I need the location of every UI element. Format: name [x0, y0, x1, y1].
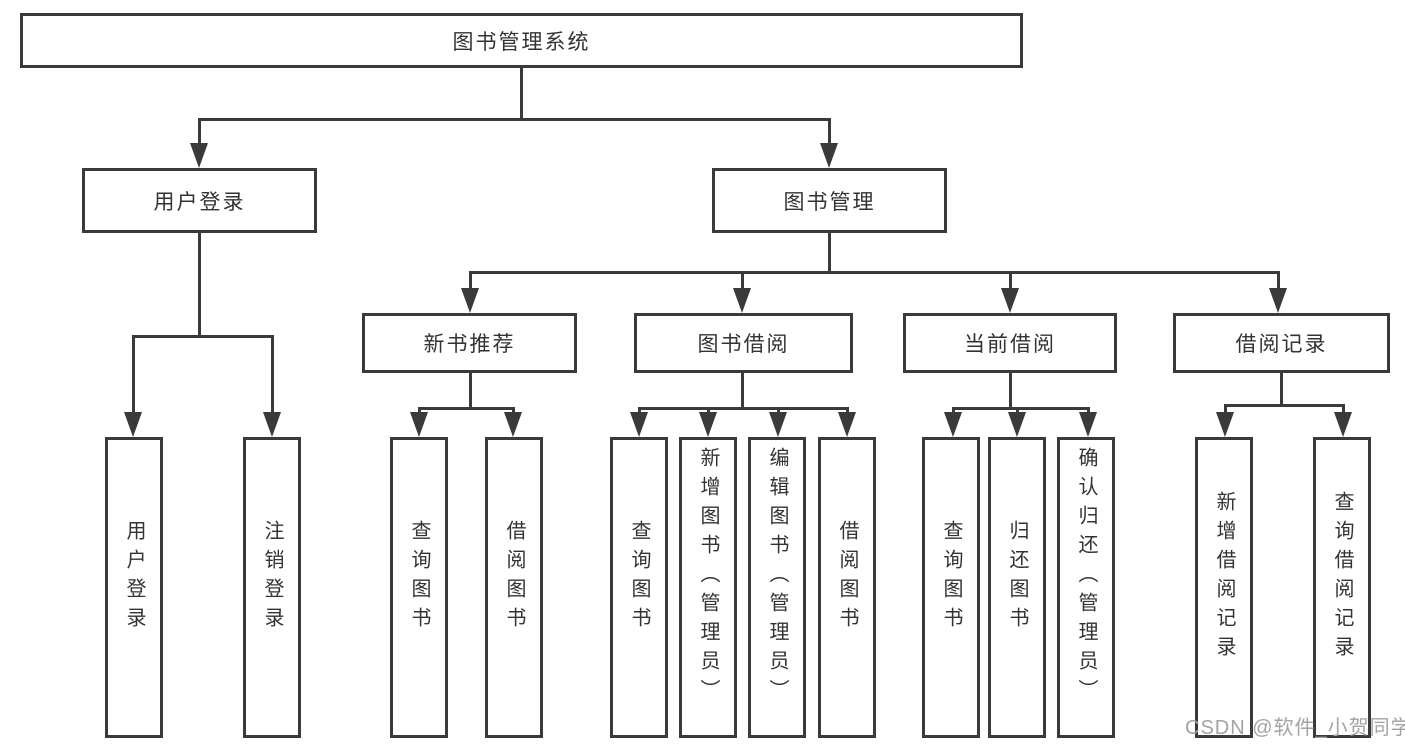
arrowhead-icon [410, 412, 428, 437]
node-book-borrow: 图书借阅 [634, 313, 853, 373]
edge-to-leaf [638, 407, 641, 413]
edge-to-leaf [707, 407, 710, 413]
node-leaf-query-borrow-record: 查询借阅记录 [1313, 437, 1371, 738]
node-book-management: 图书管理 [712, 168, 947, 233]
node-label: 新增图书（管理员） [697, 447, 719, 708]
edge-current-distribution [952, 407, 1089, 410]
edge-to-leaf [1342, 404, 1345, 413]
node-label: 图书借阅 [697, 333, 790, 356]
node-new-book-recommend: 新书推荐 [362, 313, 577, 373]
node-borrow-records: 借阅记录 [1173, 313, 1390, 373]
node-leaf-query-books: 查询图书 [610, 437, 668, 738]
arrowhead-icon [461, 288, 479, 313]
arrowhead-icon [699, 412, 717, 437]
node-label: 注销登录 [261, 519, 283, 636]
node-user-login: 用户登录 [82, 168, 317, 233]
node-leaf-query-books-current: 查询图书 [922, 437, 980, 738]
node-label: 确认归还（管理员） [1075, 447, 1097, 708]
edge-to-book-management [828, 118, 831, 143]
arrowhead-icon [1079, 412, 1097, 437]
node-label: 查询图书 [940, 519, 962, 636]
node-leaf-confirm-return-admin: 确认归还（管理员） [1057, 437, 1115, 738]
edge-to-leaf [1087, 407, 1090, 413]
edge-borrow-stub [741, 373, 744, 408]
node-leaf-borrow-books-recommend: 借阅图书 [485, 437, 543, 738]
edge-to-book-borrow [741, 271, 744, 288]
node-leaf-edit-books-admin: 编辑图书（管理员） [748, 437, 806, 738]
edge-records-distribution [1224, 404, 1345, 407]
node-leaf-query-books-recommend: 查询图书 [390, 437, 448, 738]
node-leaf-return-books: 归还图书 [988, 437, 1046, 738]
node-leaf-logout: 注销登录 [243, 437, 301, 738]
node-label: 新增借阅记录 [1213, 490, 1235, 665]
edge-to-borrow-records [1277, 271, 1280, 288]
node-label: 查询借阅记录 [1331, 490, 1353, 665]
node-label: 图书管理 [783, 190, 876, 214]
arrowhead-icon [820, 143, 838, 168]
edge-to-leaf [777, 407, 780, 413]
edge-user-login-distribution [132, 335, 273, 338]
node-label: 借阅图书 [503, 519, 525, 636]
node-leaf-borrow-books: 借阅图书 [818, 437, 876, 738]
node-label: 借阅记录 [1235, 333, 1328, 356]
node-label: 编辑图书（管理员） [766, 447, 788, 708]
edge-recommend-distribution [418, 407, 515, 410]
edge-to-leaf [418, 407, 421, 413]
node-label: 用户登录 [123, 519, 145, 636]
arrowhead-icon [838, 412, 856, 437]
edge-recommend-stub [469, 373, 472, 408]
node-label: 图书管理系统 [452, 30, 591, 54]
edge-to-leaf [1016, 407, 1019, 413]
edge-to-new-book-recommend [469, 271, 472, 288]
arrowhead-icon [263, 412, 281, 437]
node-library-management-system: 图书管理系统 [20, 13, 1023, 68]
node-label: 当前借阅 [964, 333, 1056, 356]
edge-user-login-stub [198, 233, 201, 336]
node-label: 用户登录 [153, 190, 246, 214]
edge-to-leaf [1224, 404, 1227, 413]
node-leaf-user-login: 用户登录 [105, 437, 163, 738]
edge-records-stub [1280, 373, 1283, 405]
csdn-watermark: CSDN @软件_小贺同学 [1185, 717, 1405, 739]
arrowhead-icon [769, 412, 787, 437]
edge-to-leaf-user-login [132, 335, 135, 412]
node-label: 新书推荐 [423, 333, 516, 356]
edge-root-stub [520, 68, 523, 119]
arrowhead-icon [733, 288, 751, 313]
arrowhead-icon [1334, 412, 1352, 437]
node-label: 查询图书 [408, 519, 430, 636]
edge-to-leaf [952, 407, 955, 413]
arrowhead-icon [1269, 288, 1287, 313]
arrowhead-icon [1001, 288, 1019, 313]
arrowhead-icon [630, 412, 648, 437]
node-leaf-add-borrow-record: 新增借阅记录 [1195, 437, 1253, 738]
arrowhead-icon [190, 143, 208, 168]
node-label: 查询图书 [628, 519, 650, 636]
arrowhead-icon [124, 412, 142, 437]
edge-borrow-distribution [638, 407, 849, 410]
arrowhead-icon [944, 412, 962, 437]
node-leaf-add-books-admin: 新增图书（管理员） [679, 437, 737, 738]
edge-book-mgmt-stub [828, 233, 831, 272]
edge-book-mgmt-distribution [469, 271, 1280, 274]
edge-root-distribution [198, 118, 830, 121]
arrowhead-icon [504, 412, 522, 437]
arrowhead-icon [1008, 412, 1026, 437]
edge-current-stub [1009, 373, 1012, 408]
arrowhead-icon [1216, 412, 1234, 437]
edge-to-current-borrow [1009, 271, 1012, 288]
node-current-borrow: 当前借阅 [903, 313, 1117, 373]
edge-to-leaf [512, 407, 515, 413]
edge-to-leaf [846, 407, 849, 413]
node-label: 借阅图书 [836, 519, 858, 636]
edge-to-user-login [198, 118, 201, 143]
edge-to-leaf-logout [271, 335, 274, 412]
node-label: 归还图书 [1006, 519, 1028, 636]
